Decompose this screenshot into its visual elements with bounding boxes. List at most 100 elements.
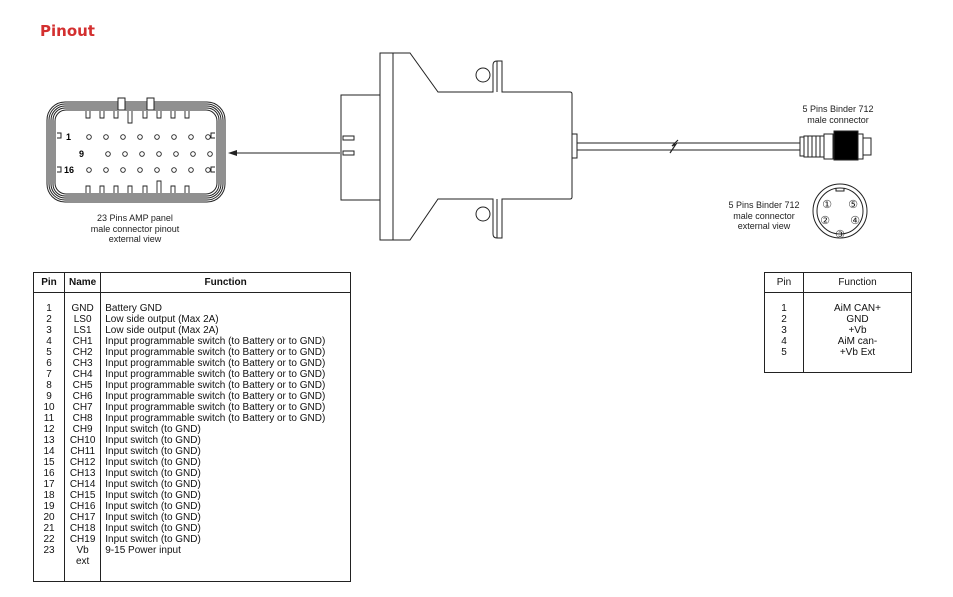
amp-rib [127,111,133,124]
amp-row-label-16: 16 [64,165,74,175]
cell-function: +Vb [803,325,912,336]
binder-pin-2: ② [820,214,830,227]
caption-line: 23 Pins AMP panel [97,213,173,223]
cell-name: CH5 [63,380,102,391]
amp-pin-hole [190,151,196,157]
amp-pin-hole [122,151,128,157]
amp-rib [85,111,91,119]
cell-pin: 5 [764,347,804,358]
cell-pin: 4 [33,336,65,347]
cell-function: Input programmable switch (to Battery or… [100,380,351,391]
caption-line: 5 Pins Binder 712 [802,104,874,114]
cell-name: CH10 [63,435,102,446]
amp-pin-hole [105,151,111,157]
cell-name: LS1 [63,325,102,336]
caption-line: male connector [733,210,795,221]
cell-name: CH11 [63,446,102,457]
caption-line: external view [737,221,791,231]
cell-name: CH9 [63,424,102,435]
cell-pin: 22 [33,534,65,545]
cell-pin: 9 [33,391,65,402]
cell-function: Input programmable switch (to Battery or… [100,369,351,380]
amp-connector-face [46,97,226,203]
binder-connector-side [799,130,872,161]
amp-pin-hole [120,167,126,173]
cell-function: Input switch (to GND) [100,501,351,512]
cell-function: Input switch (to GND) [100,479,351,490]
amp-pin-hole [171,167,177,173]
header-pin: Pin [33,272,65,293]
cell-function: Input switch (to GND) [100,424,351,435]
cell-function: Low side output (Max 2A) [100,314,351,325]
cell-pin: 1 [33,303,65,314]
cell-pin: 2 [33,314,65,325]
cell-name: CH12 [63,457,102,468]
cell-function: Input switch (to GND) [100,446,351,457]
cell-function: Input programmable switch (to Battery or… [100,358,351,369]
cell-function: AiM CAN+ [803,303,912,314]
cell-function: GND [803,314,912,325]
cell-name: CH14 [63,479,102,490]
amp-pin-hole [156,151,162,157]
amp-rib [99,185,105,193]
cell-name: GND [63,303,102,314]
amp-pin-hole [171,134,177,140]
cell-name: CH2 [63,347,102,358]
amp-pin-hole [137,167,143,173]
binder-pin-5: ⑤ [848,198,858,211]
cell-pin: 14 [33,446,65,457]
caption-line: external view [108,234,162,244]
header-function: Function [803,272,912,293]
cell-pin: 2 [764,314,804,325]
amp-connector-caption: 23 Pins AMP panel male connector pinout … [70,213,200,245]
amp-row-label-1: 1 [66,132,71,142]
amp-rib [99,111,105,119]
cell-pin: 23 [33,545,65,567]
view-arrow [228,150,340,156]
cell-pin: 10 [33,402,65,413]
amp-pin-hole [86,167,92,173]
cell-function: Input switch (to GND) [100,457,351,468]
cell-pin: 16 [33,468,65,479]
amp-rib [184,111,190,119]
header-pin: Pin [764,272,804,293]
amp-pin-hole [137,134,143,140]
cell-pin: 19 [33,501,65,512]
amp-pin-hole [139,151,145,157]
amp-pin-hole [103,134,109,140]
cell-pin: 5 [33,347,65,358]
amp-pin-hole [205,134,211,140]
amp-rib [170,111,176,119]
cell-pin: 7 [33,369,65,380]
cell-name: CH8 [63,413,102,424]
binder-pin-3: ③ [835,228,845,241]
table-row: 3+Vb [764,325,912,336]
amp-rib [127,185,133,193]
cell-function: AiM can- [803,336,912,347]
cell-function: Input switch (to GND) [100,435,351,446]
cable [577,139,800,154]
cell-name: CH3 [63,358,102,369]
cell-function: Input programmable switch (to Battery or… [100,347,351,358]
cell-function: 9-15 Power input [100,545,351,567]
amp-pin-hole [188,167,194,173]
cell-function: Input switch (to GND) [100,512,351,523]
caption-line: male connector [807,114,869,125]
cell-pin: 21 [33,523,65,534]
